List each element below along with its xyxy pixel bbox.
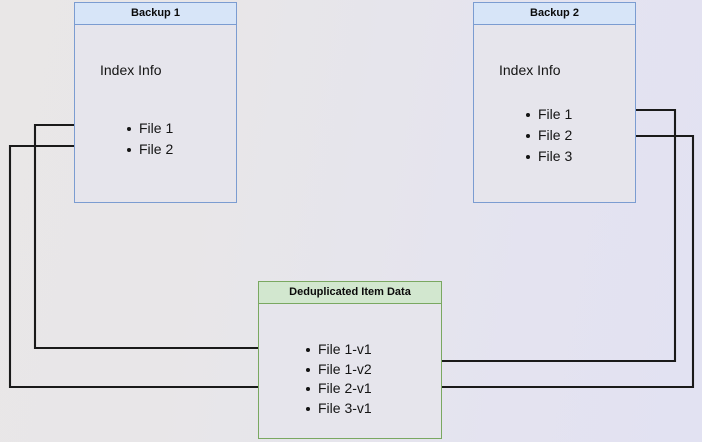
backup2-title: Backup 2: [474, 3, 635, 25]
dedup-node: Deduplicated Item Data File 1-v1 File 1-…: [258, 281, 442, 439]
list-item: File 2: [125, 139, 173, 160]
backup1-file-list: File 1 File 2: [125, 118, 173, 160]
list-item: File 3-v1: [304, 399, 372, 419]
list-item: File 3: [524, 146, 572, 167]
backup2-file-list: File 1 File 2 File 3: [524, 104, 572, 167]
backup2-caption: Index Info: [499, 62, 561, 78]
dedup-body: File 1-v1 File 1-v2 File 2-v1 File 3-v1: [259, 304, 441, 438]
dedup-title: Deduplicated Item Data: [259, 282, 441, 304]
list-item: File 1-v1: [304, 340, 372, 360]
backup1-body: Index Info File 1 File 2: [75, 25, 236, 202]
list-item: File 2-v1: [304, 379, 372, 399]
backup1-node: Backup 1 Index Info File 1 File 2: [74, 2, 237, 203]
list-item: File 1: [125, 118, 173, 139]
dedup-item-list: File 1-v1 File 1-v2 File 2-v1 File 3-v1: [304, 340, 372, 418]
backup2-node: Backup 2 Index Info File 1 File 2 File 3: [473, 2, 636, 203]
backup1-title: Backup 1: [75, 3, 236, 25]
list-item: File 1-v2: [304, 360, 372, 380]
list-item: File 1: [524, 104, 572, 125]
backup2-body: Index Info File 1 File 2 File 3: [474, 25, 635, 202]
backup1-caption: Index Info: [100, 62, 162, 78]
list-item: File 2: [524, 125, 572, 146]
